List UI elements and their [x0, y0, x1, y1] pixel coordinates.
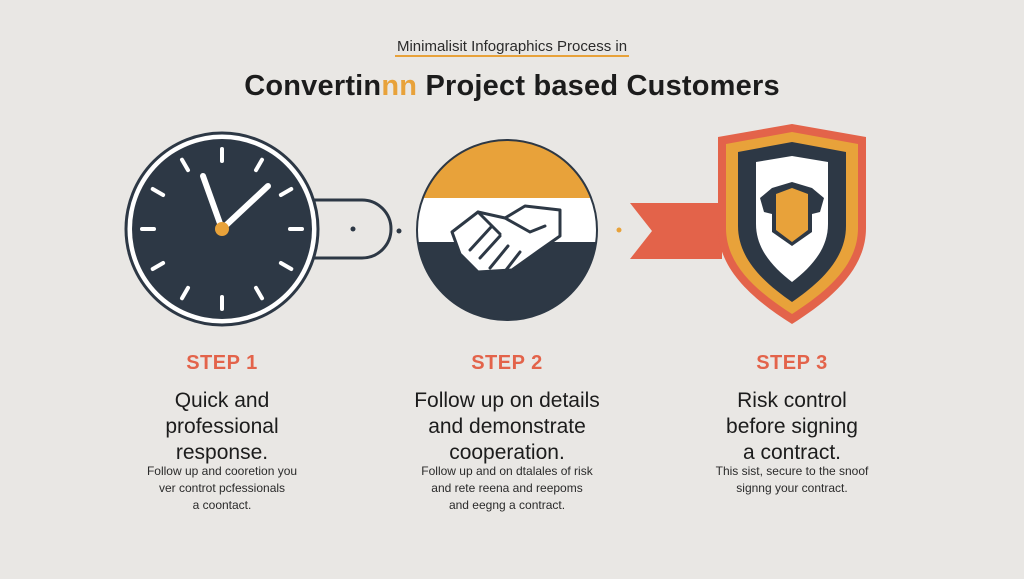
- step-3-heading: Risk control before signing a contract.: [652, 388, 932, 466]
- connector-dot: [396, 228, 402, 234]
- clock-tick: [278, 261, 294, 271]
- heading-line: before signing: [726, 415, 858, 438]
- clock-tick: [180, 285, 190, 301]
- clock-tick: [150, 187, 166, 197]
- title-suffix: Project based Customers: [425, 70, 780, 102]
- step-2-heading: Follow up on details and demonstrate coo…: [367, 388, 647, 466]
- step-2-description: Follow up and on dtalales of risk and re…: [387, 463, 627, 514]
- page-title: Convertinnn Project based Customers: [0, 70, 1024, 103]
- clock-tick: [180, 157, 190, 173]
- connector-dot: [616, 227, 622, 233]
- heading-line: professional: [165, 415, 279, 438]
- step-3-label: STEP 3: [756, 352, 828, 374]
- heading-line: cooperation.: [449, 441, 565, 464]
- step-2-label: STEP 2: [471, 352, 543, 374]
- desc-line: and eegng a contract.: [448, 498, 566, 512]
- desc-line: a coontact.: [192, 498, 252, 512]
- subtitle: Minimalisit Infographics Process in: [0, 38, 1024, 57]
- desc-line: and rete reena and reepoms: [431, 481, 583, 495]
- shield-icon: [718, 124, 866, 324]
- clock-tick: [150, 261, 166, 271]
- clock-tick: [254, 157, 264, 173]
- heading-line: Quick and: [174, 389, 270, 412]
- clock-tick: [254, 285, 264, 301]
- step-1-heading: Quick and professional response.: [82, 388, 362, 466]
- heading-line: and demonstrate: [428, 415, 586, 438]
- heading-line: Follow up on details: [414, 389, 600, 412]
- desc-line: ver controt pcfessionals: [158, 481, 286, 495]
- subtitle-text: Minimalisit Infographics Process in: [394, 38, 630, 57]
- step-1-description: Follow up and cooretion you ver controt …: [102, 463, 342, 514]
- desc-line: Follow up and on dtalales of risk: [421, 464, 593, 478]
- desc-line: This sist, secure to the snoof: [715, 464, 869, 478]
- step-1-label: STEP 1: [186, 352, 258, 374]
- title-highlight: nn: [381, 70, 418, 102]
- title-prefix: Convertin: [244, 70, 382, 102]
- clock-icon: [124, 131, 320, 327]
- clock-connector: [298, 198, 393, 260]
- desc-line: Follow up and cooretion you: [146, 464, 298, 478]
- handshake-icon: [416, 139, 598, 321]
- desc-line: signng your contract.: [736, 481, 848, 495]
- step-3-description: This sist, secure to the snoof signng yo…: [672, 463, 912, 497]
- clock-tick: [278, 187, 294, 197]
- heading-line: a contract.: [742, 441, 842, 464]
- ribbon-banner: [630, 203, 722, 259]
- heading-line: response.: [175, 441, 269, 464]
- heading-line: Risk control: [737, 389, 847, 412]
